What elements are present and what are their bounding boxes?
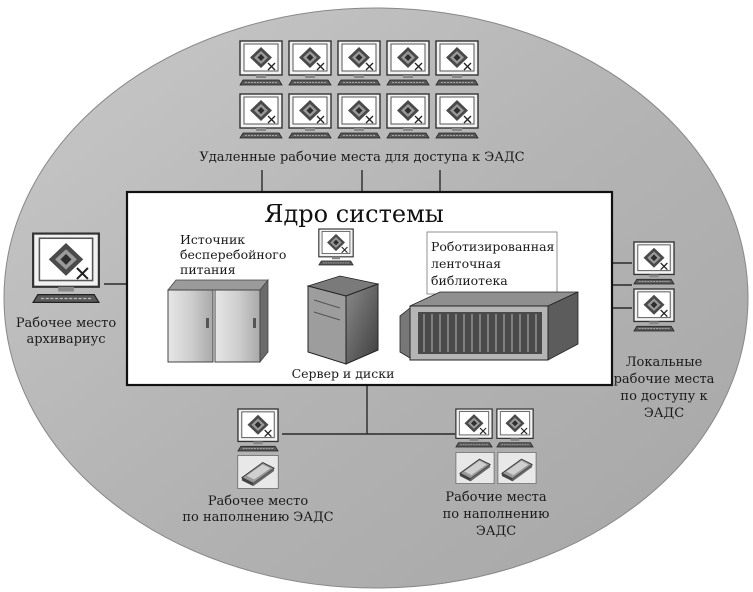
svg-text:бесперебойного: бесперебойного	[180, 247, 286, 262]
svg-text:по доступу к: по доступу к	[620, 389, 707, 404]
svg-text:архивариус: архивариус	[26, 332, 105, 347]
svg-text:Рабочие места: Рабочие места	[445, 490, 547, 505]
scanner-icon	[237, 455, 279, 489]
ups-cabinet-icon	[167, 278, 269, 364]
svg-text:рабочие места: рабочие места	[614, 372, 715, 387]
svg-text:Локальные: Локальные	[626, 355, 703, 370]
svg-text:Рабочее место: Рабочее место	[208, 494, 309, 509]
scanner-icon	[497, 452, 537, 484]
server-icon	[306, 228, 380, 365]
local-workstations-label: Локальные рабочие места по доступу к ЭАД…	[614, 355, 715, 421]
svg-text:Роботизированная: Роботизированная	[431, 239, 555, 254]
scanner-icon	[455, 452, 495, 484]
svg-text:по наполнению: по наполнению	[443, 507, 550, 522]
svg-text:библиотека: библиотека	[431, 273, 508, 288]
svg-text:Источник: Источник	[180, 232, 245, 247]
svg-text:ленточная: ленточная	[431, 256, 501, 271]
tape-library-icon	[399, 291, 579, 361]
remote-workstations-label: Удаленные рабочие места для доступа к ЭА…	[199, 150, 524, 165]
library-label: Роботизированная ленточная библиотека	[426, 231, 558, 295]
server-label: Сервер и диски	[292, 366, 395, 381]
svg-text:ЭАДС: ЭАДС	[644, 406, 684, 421]
ups-label: Источник бесперебойного питания	[180, 232, 286, 277]
archivist-label: Рабочее место архивариус	[16, 316, 117, 347]
core-system-title: Ядро системы	[264, 200, 444, 228]
svg-text:питания: питания	[180, 262, 236, 277]
fill-workstations-label: Рабочие места по наполнению ЭАДС	[443, 490, 550, 539]
svg-text:Рабочее место: Рабочее место	[16, 316, 117, 331]
svg-text:ЭАДС: ЭАДС	[476, 524, 516, 539]
fill-workstation-label: Рабочее место по наполнению ЭАДС	[182, 494, 333, 525]
svg-text:по наполнению ЭАДС: по наполнению ЭАДС	[182, 510, 333, 525]
